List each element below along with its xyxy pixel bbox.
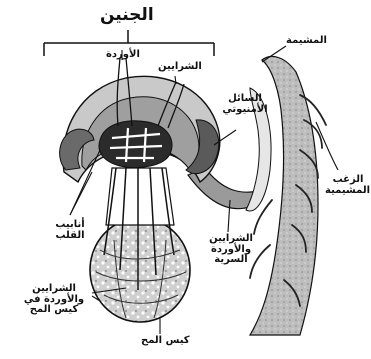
label-amniotic-fluid: السائل الأمنيوتي: [218, 94, 272, 115]
heart-tubes: [99, 121, 172, 168]
diagram-title: الجنين: [100, 7, 154, 25]
label-arteries-top: الشرايين: [158, 62, 202, 73]
label-yolk-sac: كيس المح: [141, 336, 190, 347]
yolk-sac: [90, 218, 190, 322]
label-yolk-vessels: الشرايين والأوردة في كيس المح: [12, 284, 96, 316]
label-umbilical-vessels: الشرايين والأوردة السرية: [206, 234, 256, 266]
label-placenta: المشيمة: [286, 36, 327, 47]
label-veins-top: الأوردة: [106, 50, 140, 61]
label-heart-tubes: أنابيب القلب: [50, 220, 90, 241]
label-chorionic-villi: الزغب المشيمية: [326, 175, 370, 196]
